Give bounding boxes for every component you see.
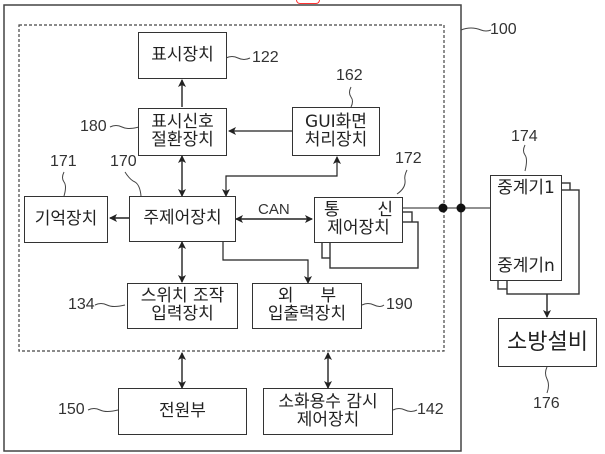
ref-162: 162 — [336, 67, 363, 84]
red-mark — [296, 0, 320, 4]
inner-dashed-frame — [18, 24, 445, 352]
ref-122: 122 — [252, 49, 279, 66]
block-gui: GUI화면 처리장치 — [292, 107, 380, 156]
ref-100: 100 — [490, 21, 517, 38]
arrow-main-gui — [222, 156, 341, 197]
ref-190: 190 — [386, 296, 413, 313]
ref-170: 170 — [110, 153, 137, 170]
ref-171: 171 — [50, 153, 77, 170]
ref-172: 172 — [395, 150, 422, 167]
outer-frame — [3, 4, 462, 452]
ref-174: 174 — [511, 128, 538, 145]
relay-first: 중계기1 — [497, 178, 555, 198]
relay-last: 중계기n — [497, 256, 555, 277]
block-memory: 기억장치 — [24, 196, 108, 243]
block-relay: 중계기1 중계기n — [490, 175, 562, 281]
ref-134: 134 — [68, 296, 95, 313]
ref-176: 176 — [533, 395, 560, 412]
ref-142: 142 — [417, 401, 444, 418]
block-main-controller: 주제어장치 — [129, 196, 236, 242]
block-comm-controller: 통 신 제어장치 — [314, 197, 403, 243]
block-water-monitor: 소화용수 감시 제어장치 — [263, 388, 393, 435]
block-power: 전원부 — [118, 388, 247, 435]
ref-180: 180 — [80, 118, 107, 135]
ref-150: 150 — [58, 401, 85, 418]
block-fire-equipment: 소방설비 — [498, 318, 597, 367]
block-display: 표시장치 — [138, 32, 227, 79]
junction-dot — [456, 203, 466, 213]
block-switch-input: 스위치 조작 입력장치 — [127, 283, 238, 329]
junction-dot — [438, 203, 448, 213]
block-ext-io: 외 부 입출력장치 — [252, 283, 362, 329]
arrow-main-to-extio — [222, 241, 312, 284]
block-switcher: 표시신호 절환장치 — [138, 108, 227, 156]
can-bus-label: CAN — [258, 201, 290, 218]
